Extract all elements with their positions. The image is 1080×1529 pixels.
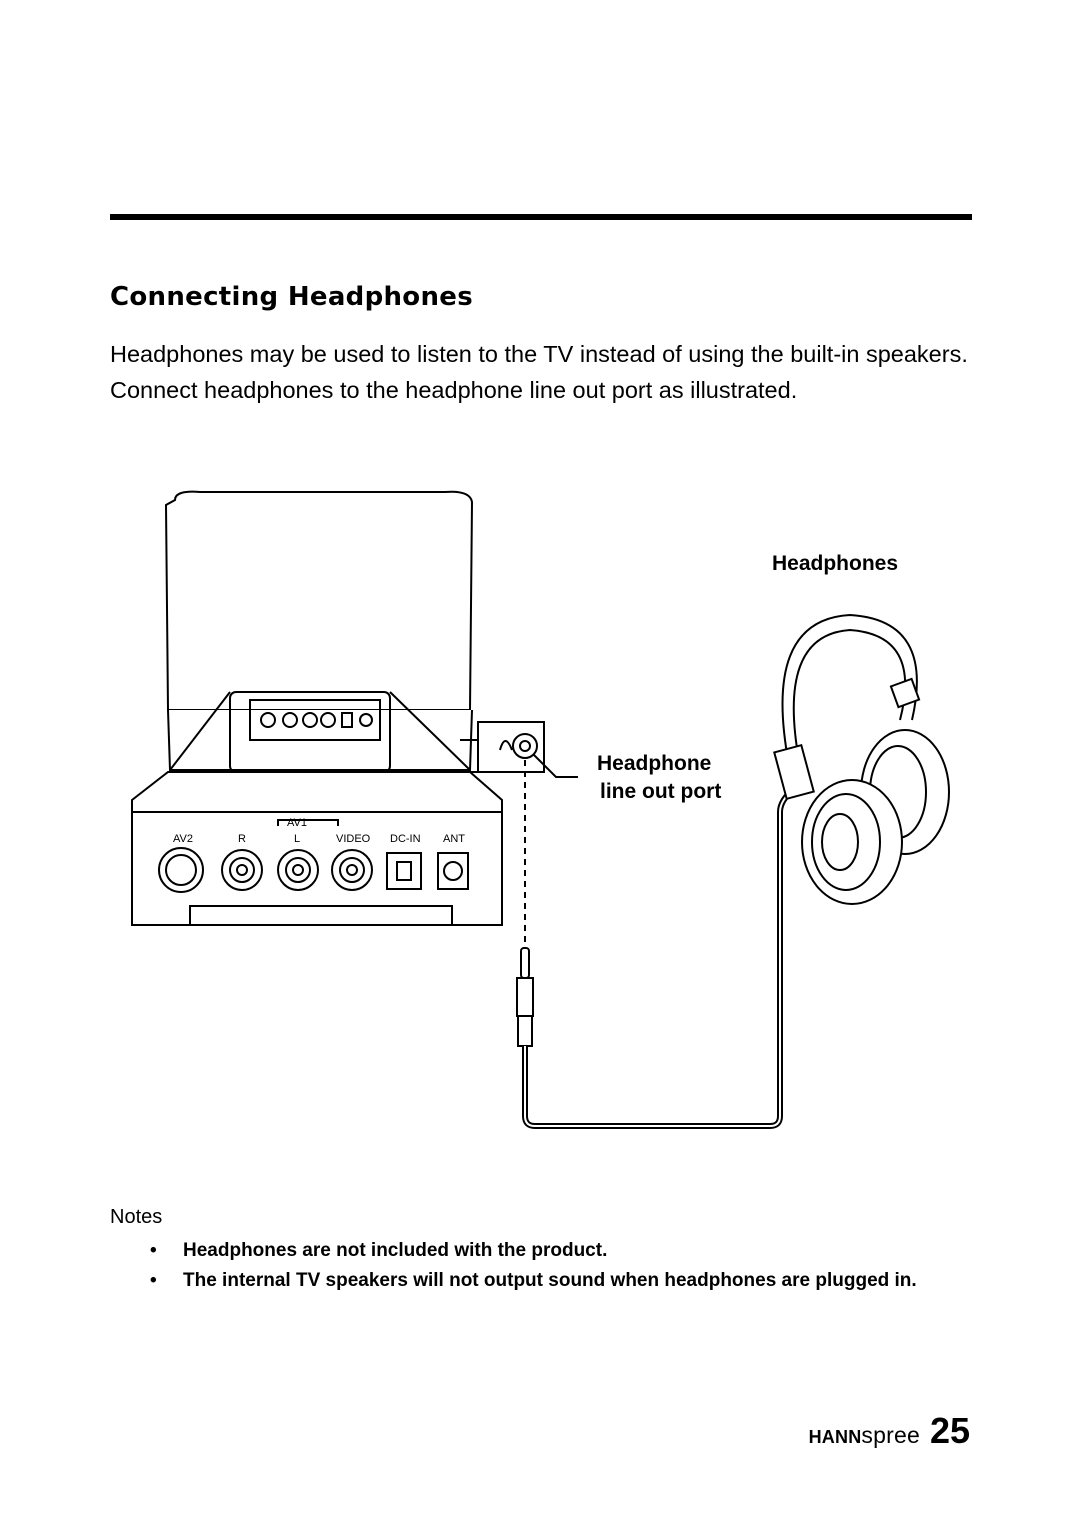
section-rule [110,214,972,220]
panel-label-dc-in: DC-IN [390,833,421,845]
panel-label-av1: AV1 [287,817,307,829]
note-text: Headphones are not included with the pro… [183,1240,608,1261]
bullet-icon: • [150,1240,157,1261]
headphones-illustration [773,613,950,905]
page-title: Connecting Headphones [110,282,473,312]
connection-illustration: AV1 AV2 R L VIDEO DC-IN ANT [0,470,1080,1150]
headphone-cable [522,785,797,1129]
intro-paragraph: Headphones may be used to listen to the … [110,341,968,403]
note-text: The internal TV speakers will not output… [183,1270,917,1291]
panel-label-ant: ANT [443,833,465,845]
note-item: • Headphones are not included with the pr… [110,1238,970,1263]
brand-logo: HANNspree [809,1422,920,1449]
notes-heading: Notes [110,1206,163,1228]
headphones-label: Headphones [772,552,899,575]
illustration-svg: AV1 AV2 R L VIDEO DC-IN ANT [131,490,950,1129]
brand-logo-light: spree [861,1422,920,1448]
panel-label-av2: AV2 [173,833,193,845]
page-number: 25 [929,1410,970,1451]
headphone-plug [516,947,534,1047]
port-label-line2: line out port [600,780,722,803]
panel-label-r: R [238,833,246,845]
notes-list: • Headphones are not included with the pr… [110,1238,970,1298]
bullet-icon: • [150,1270,157,1291]
panel-label-video: VIDEO [336,833,371,845]
panel-labels: AV1 AV2 R L VIDEO DC-IN ANT [173,817,465,845]
page-footer: HANNspree 25 [809,1410,970,1452]
port-label-line1: Headphone [597,752,712,775]
note-item: • The internal TV speakers will not outpu… [110,1268,970,1293]
brand-logo-bold: HANN [808,1427,862,1447]
panel-label-l: L [294,833,300,845]
tv-illustration [131,490,578,926]
